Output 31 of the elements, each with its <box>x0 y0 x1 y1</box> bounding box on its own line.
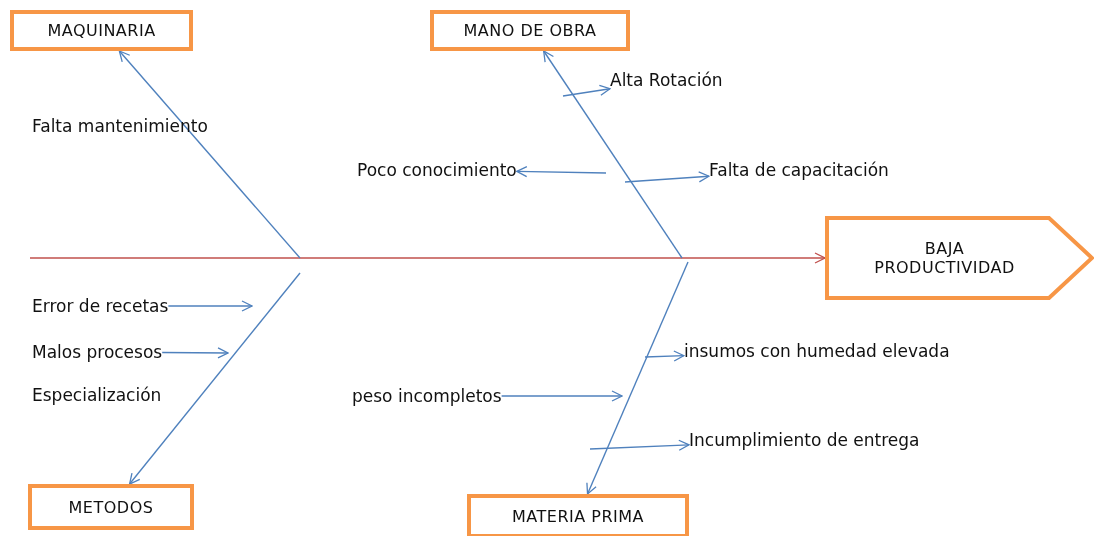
arrow <box>589 439 690 451</box>
arrow <box>644 350 685 362</box>
arrow <box>167 300 253 312</box>
cause-text: Error de recetas <box>32 295 169 317</box>
arrow <box>543 50 683 259</box>
arrow <box>118 50 301 259</box>
category-box <box>10 10 193 51</box>
arrow <box>624 171 710 183</box>
arrow <box>516 165 607 178</box>
cause-text: peso incompletos <box>352 385 502 407</box>
category-box <box>28 484 194 530</box>
category-label: METODOS <box>68 497 154 517</box>
arrow <box>128 272 301 485</box>
category-label: MATERIA PRIMA <box>512 506 644 526</box>
arrow <box>500 390 623 402</box>
category-box <box>430 10 630 51</box>
category-label: MAQUINARIA <box>47 21 156 40</box>
arrow <box>562 84 611 97</box>
cause-text: Incumplimiento de entrega <box>689 429 920 451</box>
cause-text: Falta de capacitación <box>709 159 889 181</box>
arrow <box>161 347 229 359</box>
category-box <box>467 494 689 536</box>
spine-arrow <box>29 252 826 264</box>
cause-text: Malos procesos <box>32 341 163 363</box>
arrow <box>586 261 689 495</box>
cause-text: Especialización <box>32 384 162 406</box>
cause-text: Alta Rotación <box>610 69 723 91</box>
cause-text: Poco conocimiento <box>357 159 517 181</box>
category-label: MANO DE OBRA <box>463 21 597 40</box>
effect-label: BAJA PRODUCTIVIDAD <box>873 239 1016 277</box>
cause-text: insumos con humedad elevada <box>684 340 950 362</box>
